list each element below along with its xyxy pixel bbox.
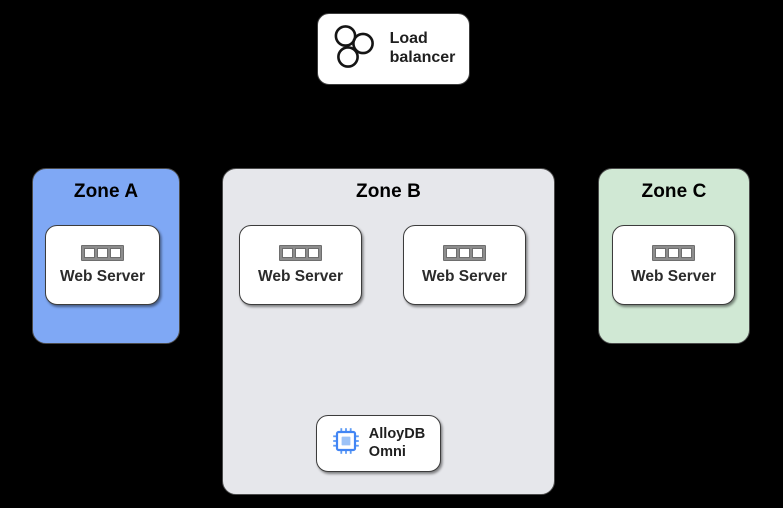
zone-a-label: Zone A (73, 181, 139, 202)
cpu-chip-icon (332, 427, 360, 460)
alloydb-omni-node[interactable]: AlloyDB Omni (316, 415, 441, 472)
server-rack-icon (81, 244, 124, 261)
three-circles-icon (332, 23, 379, 75)
load-balancer-node[interactable]: Load balancer (317, 13, 470, 85)
zone-a-web-server-label: Web Server (59, 267, 145, 285)
zone-c-web-server-label: Web Server (630, 267, 716, 285)
zone-b-label: Zone B (356, 181, 421, 202)
server-rack-icon (279, 244, 322, 261)
server-rack-icon (652, 244, 695, 261)
load-balancer-label: Load balancer (390, 30, 456, 68)
alloydb-omni-label: AlloyDB Omni (369, 426, 425, 461)
zone-c-label: Zone C (641, 181, 707, 202)
alloydb-omni-label-line1: AlloyDB (368, 426, 426, 443)
zone-c-web-server-node[interactable]: Web Server (612, 225, 735, 305)
zone-b-web-server-1-label: Web Server (257, 267, 343, 285)
load-balancer-label-line2: balancer (389, 49, 456, 66)
load-balancer-label-line1: Load (389, 30, 428, 48)
zone-b-web-server-1-node[interactable]: Web Server (239, 225, 362, 305)
server-rack-icon (443, 244, 486, 261)
zone-b-web-server-2-node[interactable]: Web Server (403, 225, 526, 305)
zone-a-web-server-node[interactable]: Web Server (45, 225, 160, 305)
alloydb-omni-label-line2: Omni (368, 443, 406, 460)
zone-b-web-server-2-label: Web Server (421, 267, 507, 285)
